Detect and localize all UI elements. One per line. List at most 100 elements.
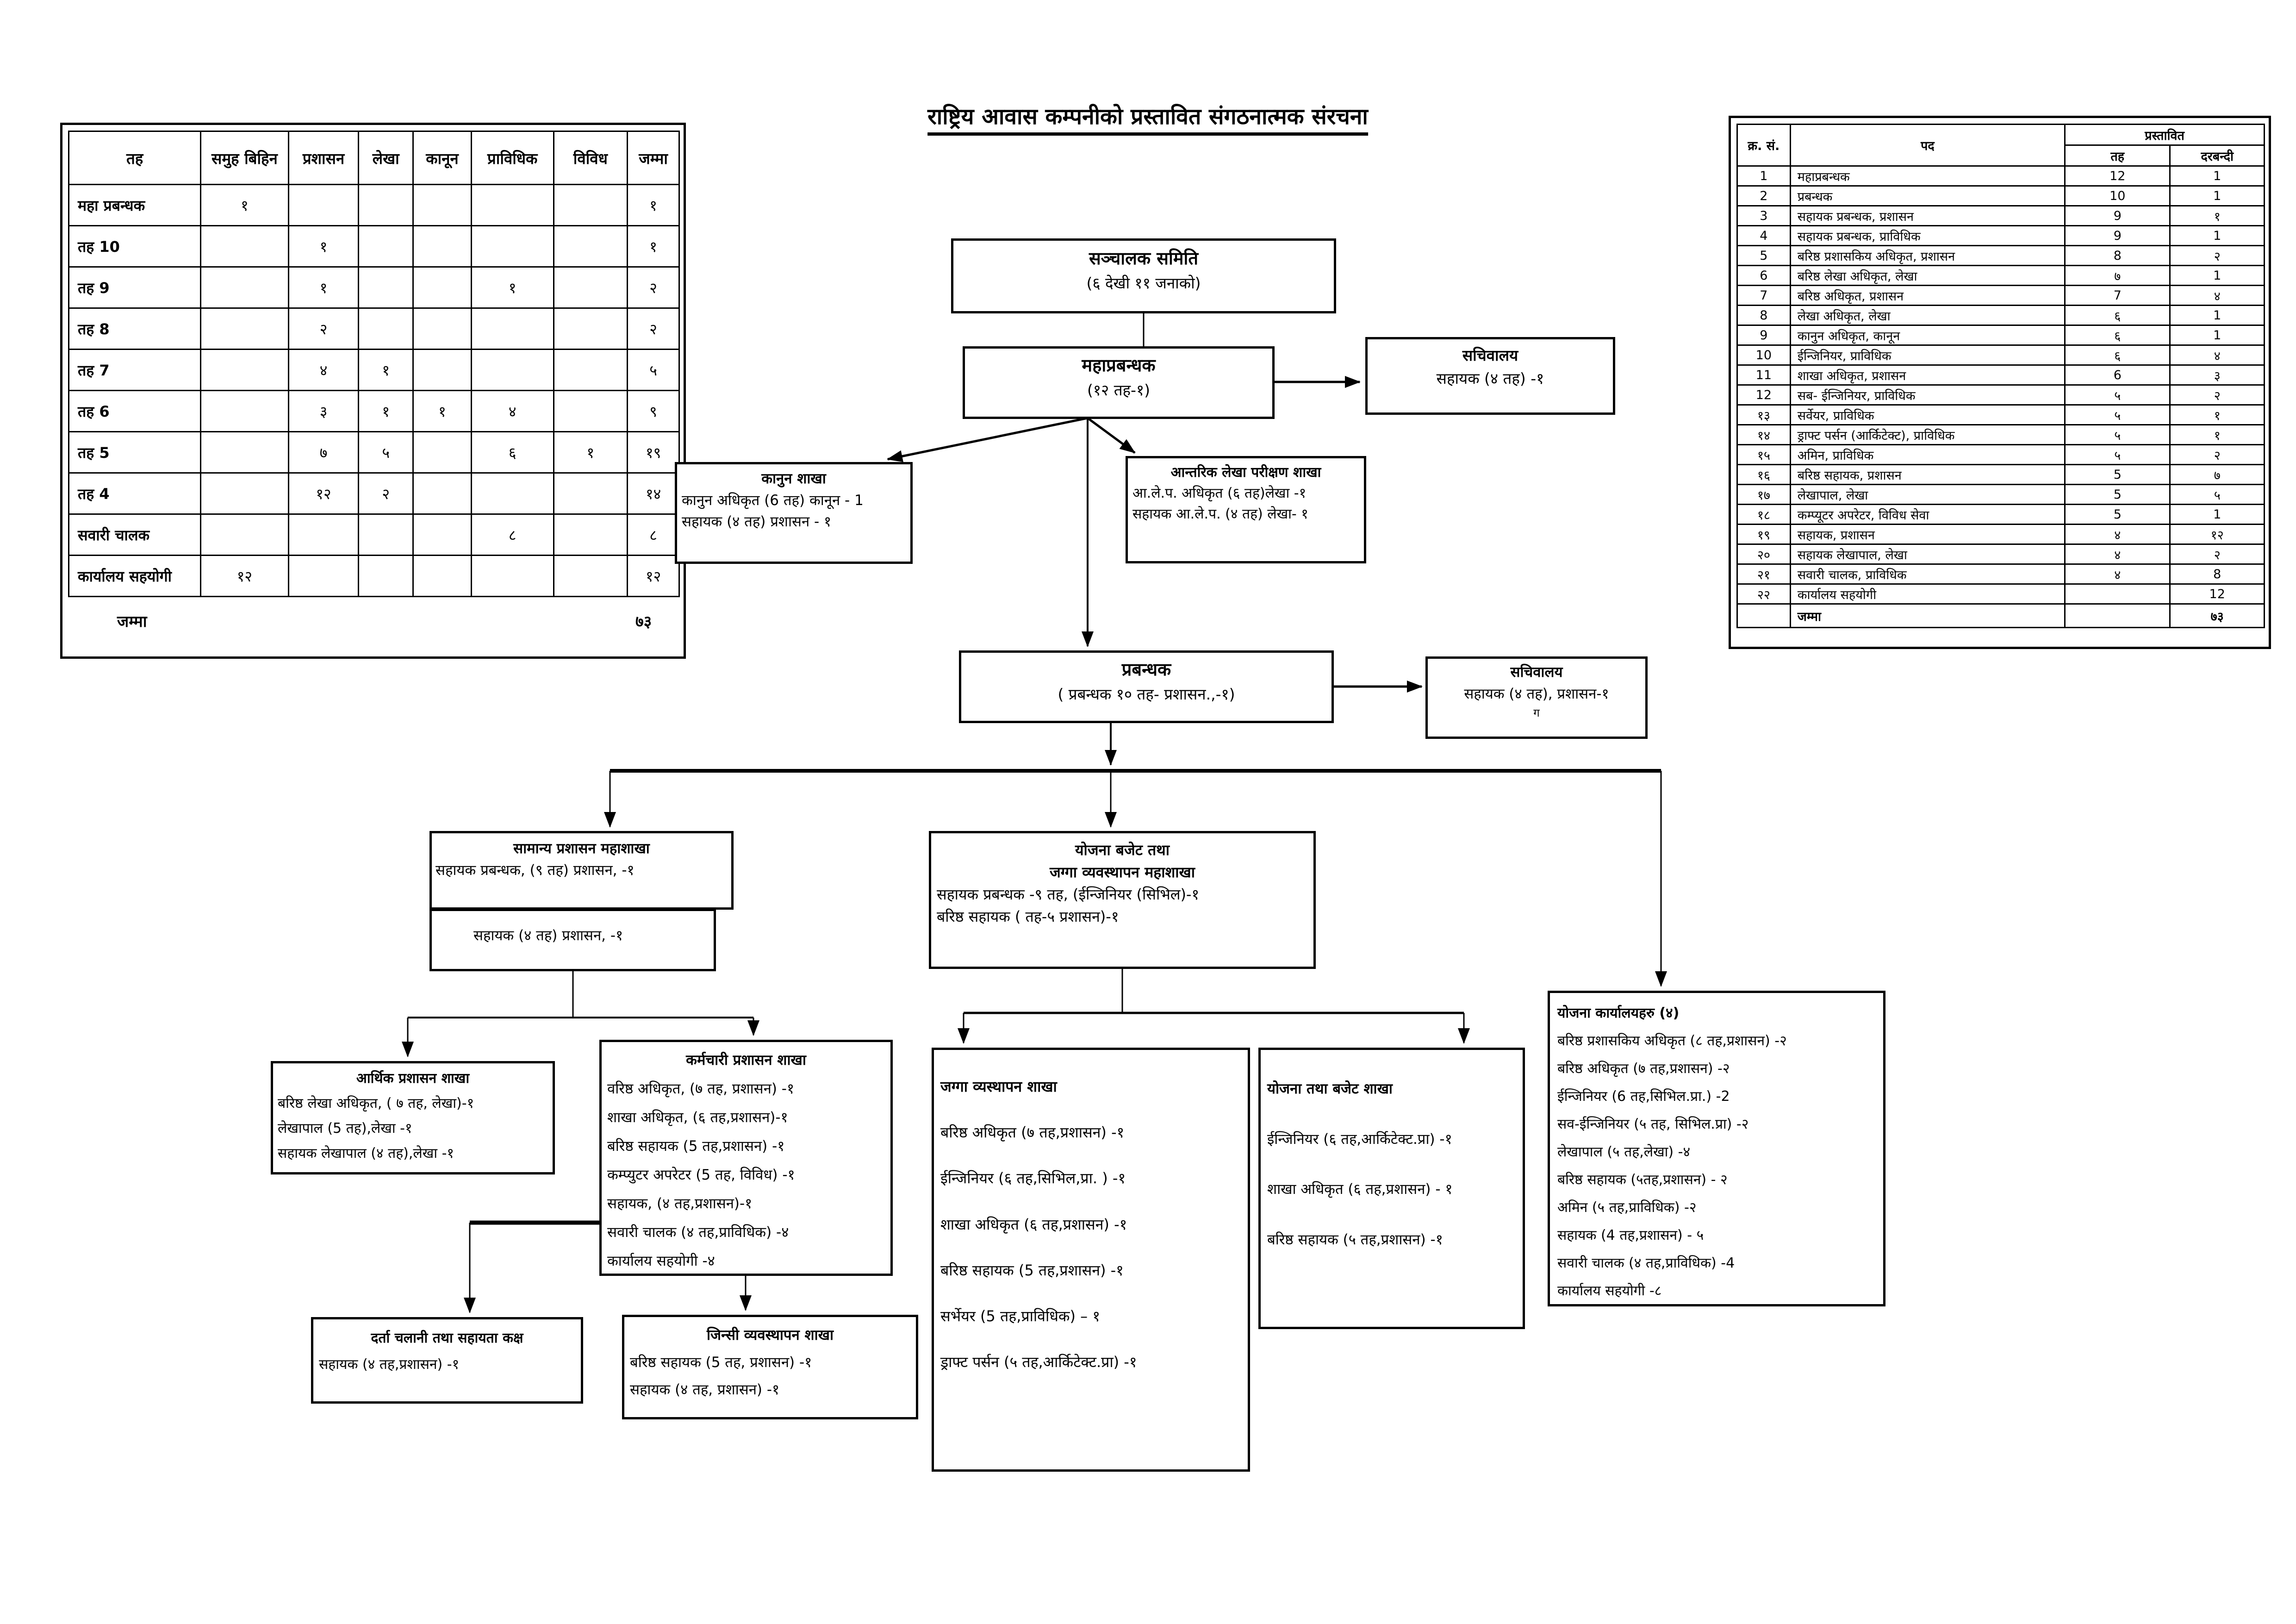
table-cell: कम्प्यूटर अपरेटर, विविध सेवा [1789,504,2066,525]
table-cell: ५ [358,431,414,474]
box-line: ग [1533,706,1540,719]
table-cell: १४ [1736,424,1791,445]
box-title: सामान्य प्रशासन महाशाखा [513,840,650,857]
table-cell [470,307,554,350]
table-cell: सवारी चालक, प्राविधिक [1789,563,2066,585]
table-cell: १७ [1736,484,1791,505]
table-cell: १२ [200,555,289,597]
column-header: प्रशासन [287,131,360,185]
column-header-proposed: प्रस्तावित [2064,124,2265,146]
table-cell: ४ [2169,344,2265,366]
table-cell: १२ [287,472,360,515]
box-title: दर्ता चलानी तथा सहायता कक्ष [371,1330,523,1346]
box-subtitle: ( प्रबन्धक १० तह- प्रशासन.,-१) [1058,685,1235,703]
table-header-row: क्र. सं. पद प्रस्तावित [1736,124,2265,167]
table-cell: १ [2169,424,2265,445]
level-summary-table: तह समुह बिहिन प्रशासन लेखा कानून प्राविध… [60,123,686,659]
table-cell: २ [287,307,360,350]
table-cell: 12 [1736,384,1791,406]
table-cell [553,555,628,597]
table-cell: १ [358,349,414,391]
table-cell: १ [553,431,628,474]
box-title: जिन्सी व्यवस्थापन शाखा [707,1327,834,1343]
table-cell [2064,603,2171,628]
box-line: कानुन अधिकृत (6 तह) कानून - 1 [682,492,864,509]
table-cell: १ [412,390,472,432]
table-cell: 8 [2169,563,2265,585]
table-cell: 1 [2169,185,2265,206]
table-cell: सब- ईन्जिनियर, प्राविधिक [1789,384,2066,406]
box-line: बरिष्ठ सहायक (5 तह,प्रशासन) -१ [607,1138,785,1155]
total-value: ७३ [635,612,652,631]
table-cell: २ [2169,444,2265,465]
table-cell [412,307,472,350]
table-cell: ९ [627,390,680,432]
table-cell: ४ [2064,524,2171,545]
table-cell: अमिन, प्राविधिक [1789,444,2066,465]
table-cell [1736,603,1791,628]
table-cell: ड्राफ्ट पर्सन (आर्किटेक्ट), प्राविधिक [1789,424,2066,445]
table-cell: 3 [1736,205,1791,226]
table-cell: ईन्जिनियर, प्राविधिक [1789,344,2066,366]
box-line: आ.ले.प. अधिकृत (६ तह)लेखा -१ [1132,485,1307,501]
table-cell [470,472,554,515]
table-cell [358,555,414,597]
box-internal-audit-branch: आन्तरिक लेखा परीक्षण शाखा आ.ले.प. अधिकृत… [1126,456,1366,563]
box-secretariat-top: सचिवालय सहायक (४ तह) -१ [1365,337,1615,415]
table-cell: ६ [2064,325,2171,346]
box-line: वरिष्ठ अधिकृत, (७ तह, प्रशासन) -१ [607,1081,795,1097]
box-secretariat-mid: सचिवालय सहायक (४ तह), प्रशासन-१ ग [1425,656,1648,739]
table-cell: जम्मा [1789,603,2066,628]
table-cell: 1 [1736,165,1791,187]
table-cell: १६ [1736,464,1791,485]
table-cell: बरिष्ठ अधिकृत, प्रशासन [1789,285,2066,306]
box-line: शाखा अधिकृत, (६ तह,प्रशासन)-१ [607,1109,788,1126]
box-line: सहायक, (४ तह,प्रशासन)-१ [607,1195,753,1212]
table-cell: २ [358,472,414,515]
column-header: जम्मा [627,131,680,185]
table-cell [470,349,554,391]
box-line: सहायक (4 तह,प्रशासन) - ५ [1557,1227,1704,1243]
table-cell: ६ [2064,344,2171,366]
table-cell: तह 9 [68,266,202,309]
box-general-admin-division: सामान्य प्रशासन महाशाखा सहायक प्रबन्धक, … [429,831,734,910]
box-line: शाखा अधिकृत (६ तह,प्रशासन) - १ [1267,1181,1453,1198]
table-cell: तह 8 [68,307,202,350]
table-cell [470,184,554,226]
table-cell: १ [2169,205,2265,226]
table-cell: 7 [2064,285,2171,306]
table-cell: १३ [1736,404,1791,425]
table-cell [358,266,414,309]
level-summary-grid: तह समुह बिहिन प्रशासन लेखा कानून प्राविध… [68,131,680,597]
box-plan-budget-branch: योजना तथा बजेट शाखा ईन्जिनियर (६ तह,आर्क… [1258,1048,1525,1329]
table-cell: ६ [2064,305,2171,326]
table-cell: २ [2169,543,2265,565]
box-title: आर्थिक प्रशासन शाखा [356,1070,470,1087]
table-total-row: जम्मा७३ [1736,603,2265,628]
table-cell: 1 [2169,265,2265,286]
table-cell: २ [2169,384,2265,406]
table-cell: २० [1736,543,1791,565]
column-header: समुह बिहिन [200,131,289,185]
table-cell [200,307,289,350]
table-cell: 6 [2064,364,2171,386]
box-project-offices: योजना कार्यालयहरु (४) बरिष्ठ प्रशासकिय अ… [1548,991,1885,1306]
table-cell: कानुन अधिकृत, कानून [1789,325,2066,346]
column-header: प्राविधिक [470,131,554,185]
table-cell: सर्वेयर, प्राविधिक [1789,404,2066,425]
box-line: बरिष्ठ अधिकृत (७ तह,प्रशासन) -२ [1557,1061,1730,1077]
table-cell: ६ [470,431,554,474]
table-cell [287,513,360,556]
table-cell [412,225,472,268]
box-subtitle: (६ देखी ११ जनाको) [1086,274,1201,292]
table-cell [200,472,289,515]
table-cell: सहायक प्रबन्धक, प्राविधिक [1789,225,2066,246]
